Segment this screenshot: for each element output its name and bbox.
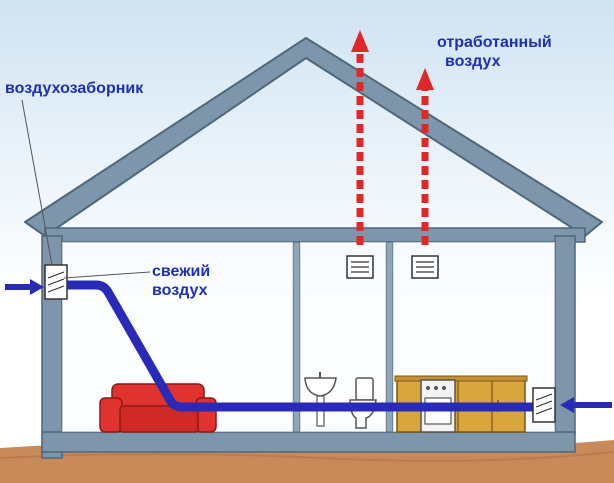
intake-vent-icon <box>44 264 68 300</box>
fresh-air-leader-line <box>63 271 151 279</box>
fresh-air-label-line1: свежий <box>152 263 211 280</box>
exhaust-air-label: отработанный воздух <box>437 33 552 71</box>
intake-leader-line <box>21 99 53 266</box>
intake-vent-icon <box>532 387 556 423</box>
exhaust-air-label-line2: воздух <box>445 53 501 70</box>
fresh-air-right-arrow-icon <box>560 397 574 413</box>
fresh-air-label: свежий воздух <box>152 262 210 300</box>
outlet-vent-icon <box>346 255 374 279</box>
fresh-air-label-line2: воздух <box>152 282 208 299</box>
fresh-air-duct <box>5 279 612 413</box>
intake-label: воздухозаборник <box>5 80 144 97</box>
fresh-air-inlet-arrow-icon <box>30 279 44 295</box>
exhaust-arrow-icon <box>351 30 369 52</box>
exhaust-arrow-icon <box>416 68 434 90</box>
outlet-vent-icon <box>411 255 439 279</box>
exhaust-air-label-line1: отработанный <box>437 34 552 51</box>
